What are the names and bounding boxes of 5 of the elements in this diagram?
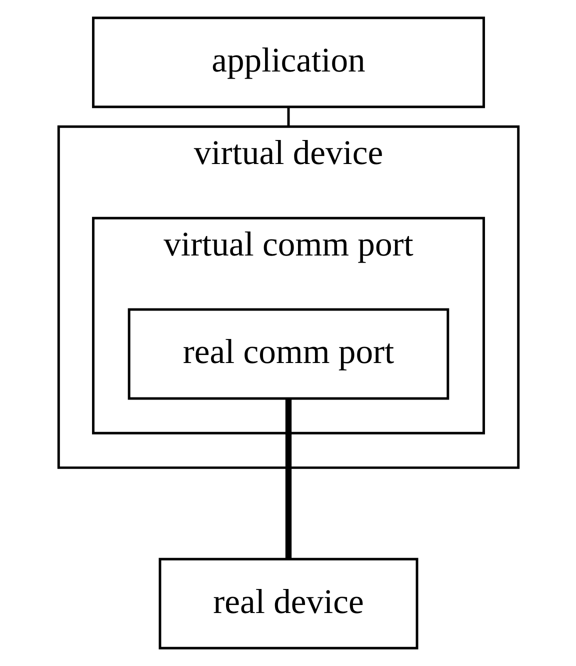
connector [286,107,290,127]
node-box: real comm port [127,308,449,400]
connector [284,399,292,559]
node-box: application [92,16,484,108]
node-box: real device [158,558,418,650]
